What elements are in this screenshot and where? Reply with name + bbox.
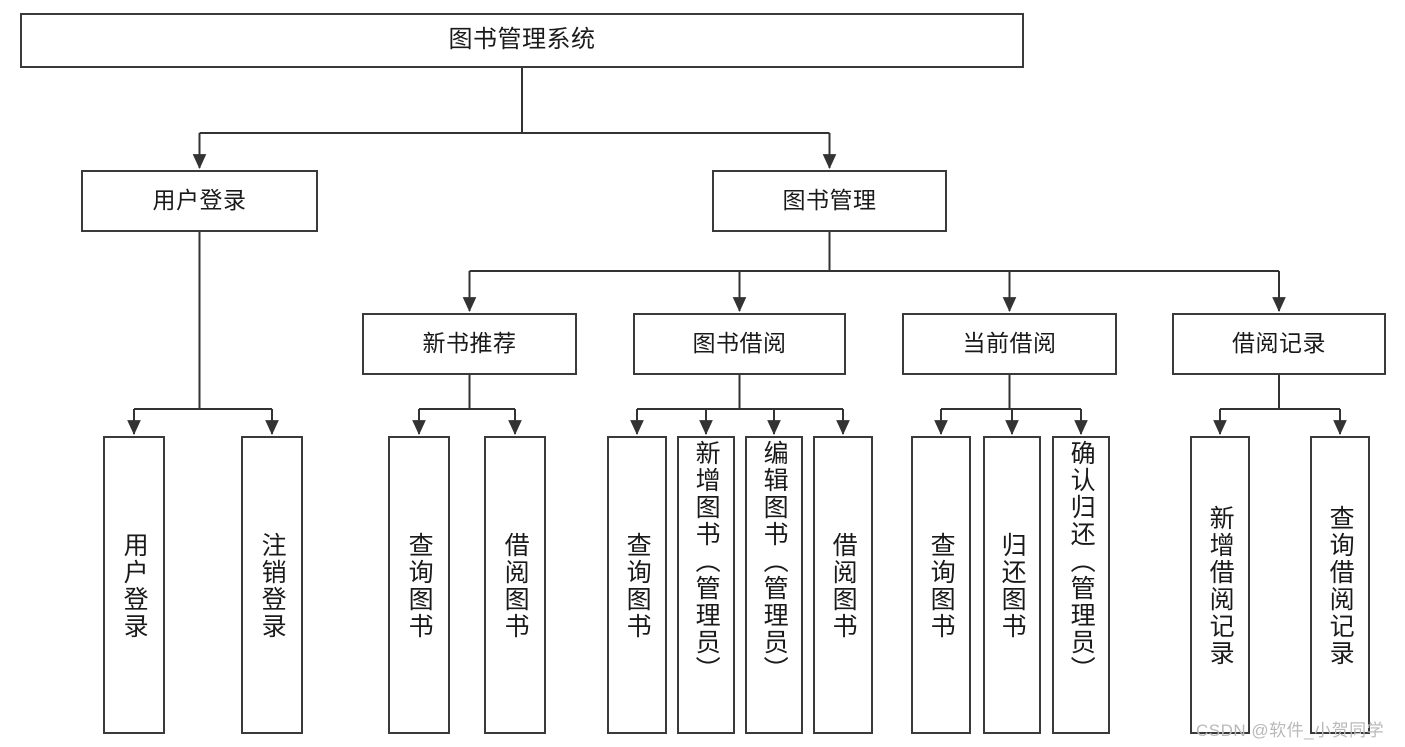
node-user-login-label: 用户登录: [152, 187, 247, 214]
node-leaf-query-book-1-label: 查询图书: [405, 532, 434, 640]
node-leaf-borrow-book-1-label: 借阅图书: [501, 532, 530, 640]
node-leaf-query-record-label: 查询借阅记录: [1326, 505, 1355, 667]
node-leaf-query-book-2[interactable]: 查询图书: [607, 436, 667, 734]
node-leaf-query-book-3-label: 查询图书: [927, 532, 956, 640]
node-leaf-return-book-label: 归还图书: [998, 532, 1027, 640]
node-leaf-user-login-label: 用户登录: [120, 532, 149, 640]
node-leaf-confirm-return-label: 确认归还（管理员）: [1067, 440, 1096, 683]
node-new-book-recommend[interactable]: 新书推荐: [362, 313, 577, 375]
node-leaf-query-book-1[interactable]: 查询图书: [388, 436, 450, 734]
node-leaf-logout-label: 注销登录: [258, 532, 287, 640]
node-leaf-borrow-book-1[interactable]: 借阅图书: [484, 436, 546, 734]
node-leaf-borrow-book-2[interactable]: 借阅图书: [813, 436, 873, 734]
node-borrow-record-label: 借阅记录: [1232, 330, 1326, 357]
node-leaf-add-book[interactable]: 新增图书（管理员）: [677, 436, 735, 734]
node-leaf-borrow-book-2-label: 借阅图书: [829, 532, 858, 640]
node-current-borrow[interactable]: 当前借阅: [902, 313, 1117, 375]
node-leaf-confirm-return[interactable]: 确认归还（管理员）: [1052, 436, 1110, 734]
node-current-borrow-label: 当前借阅: [962, 330, 1057, 357]
node-user-login[interactable]: 用户登录: [81, 170, 318, 232]
node-book-manage[interactable]: 图书管理: [712, 170, 947, 232]
node-leaf-add-record[interactable]: 新增借阅记录: [1190, 436, 1250, 734]
node-leaf-add-book-label: 新增图书（管理员）: [692, 440, 721, 683]
node-book-borrow[interactable]: 图书借阅: [633, 313, 846, 375]
node-leaf-query-record[interactable]: 查询借阅记录: [1310, 436, 1370, 734]
node-root[interactable]: 图书管理系统: [20, 13, 1024, 68]
node-leaf-edit-book[interactable]: 编辑图书（管理员）: [745, 436, 803, 734]
node-leaf-edit-book-label: 编辑图书（管理员）: [760, 440, 789, 683]
node-leaf-query-book-3[interactable]: 查询图书: [911, 436, 971, 734]
node-borrow-record[interactable]: 借阅记录: [1172, 313, 1386, 375]
node-book-manage-label: 图书管理: [782, 187, 877, 214]
node-book-borrow-label: 图书借阅: [692, 330, 787, 357]
node-leaf-logout[interactable]: 注销登录: [241, 436, 303, 734]
node-leaf-query-book-2-label: 查询图书: [623, 532, 652, 640]
node-leaf-return-book[interactable]: 归还图书: [983, 436, 1041, 734]
node-new-book-recommend-label: 新书推荐: [422, 330, 517, 357]
node-leaf-add-record-label: 新增借阅记录: [1206, 505, 1235, 667]
node-root-label: 图书管理系统: [448, 26, 596, 54]
csdn-watermark: CSDN @软件_小贺同学: [1196, 721, 1385, 740]
node-leaf-user-login[interactable]: 用户登录: [103, 436, 165, 734]
